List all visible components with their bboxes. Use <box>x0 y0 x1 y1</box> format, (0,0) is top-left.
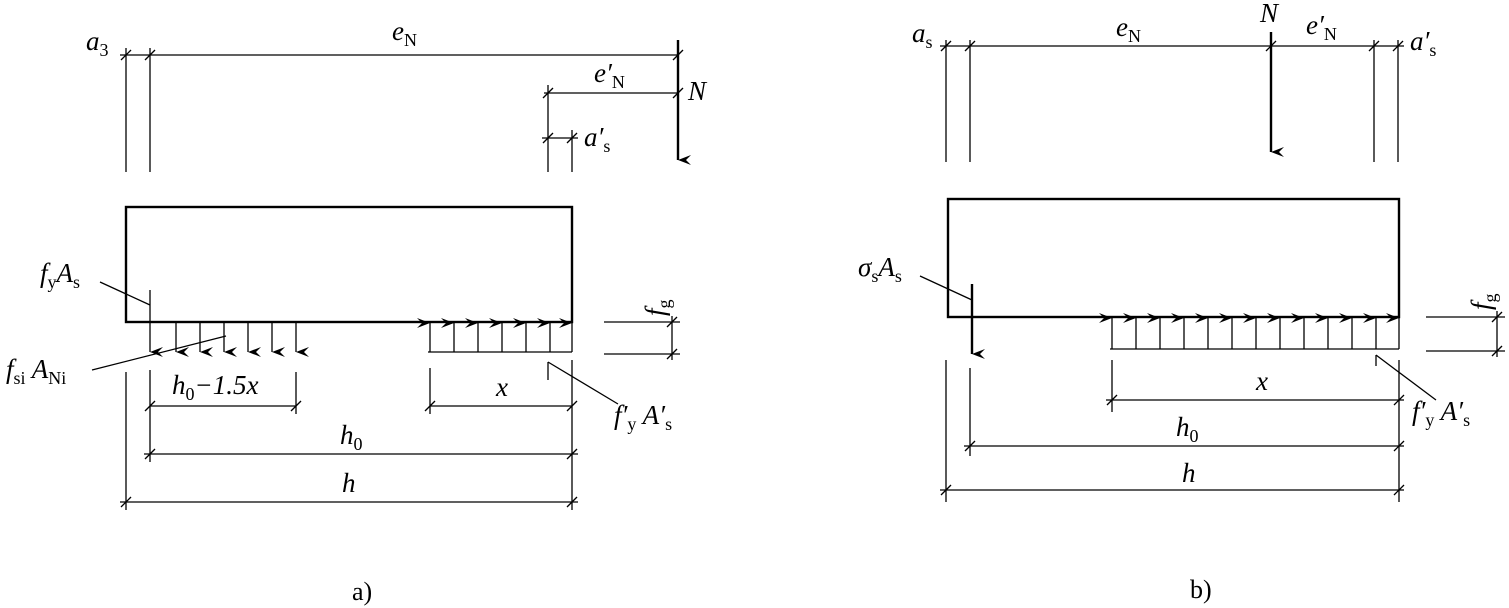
caption-a: a) <box>352 577 372 606</box>
label-h0-b: h0 <box>1176 412 1199 446</box>
downward-arrows-a <box>175 322 309 357</box>
label-eN-prime-b: e′N <box>1306 10 1337 44</box>
upward-arrows-a <box>417 318 573 352</box>
label-N-a: N <box>687 76 708 106</box>
upward-arrows-b <box>1099 313 1400 349</box>
caption-b: b) <box>1190 575 1212 604</box>
section-rect-a <box>124 205 574 324</box>
label-h0-a: h0 <box>340 420 363 454</box>
label-fy-As-prime-b: f′y A′s <box>1412 396 1470 430</box>
label-N-b: N <box>1259 0 1280 28</box>
label-fg-b: fg <box>1466 293 1500 310</box>
panel-a: a3 eN e′N N a′s fyAs fsi ANi h0−1.5x x f… <box>6 16 708 606</box>
label-as-b: as <box>912 18 933 52</box>
label-a3: a3 <box>86 26 109 60</box>
label-h0-minus-1-5x: h0−1.5x <box>172 370 258 404</box>
label-eN-prime-a: e′N <box>594 58 625 92</box>
section-rect-b <box>946 197 1401 319</box>
label-sigmasAs: σsAs <box>858 252 902 286</box>
label-eN-a: eN <box>392 16 417 50</box>
label-h-a: h <box>342 468 356 498</box>
label-fg-a: fg <box>640 299 674 316</box>
label-x-b: x <box>1255 366 1268 396</box>
label-fy-As-prime-a: f′y A′s <box>614 400 672 434</box>
panel-b: as eN N e′N a′s σsAs fg x f′y A′s h0 h b… <box>858 0 1505 604</box>
label-eN-b: eN <box>1116 12 1141 46</box>
label-fsiANi: fsi ANi <box>6 354 66 388</box>
label-fyAs: fyAs <box>40 258 80 292</box>
leader-fyAs <box>99 281 151 306</box>
label-as-prime-a: a′s <box>584 122 610 156</box>
label-as-prime-b: a′s <box>1410 26 1436 60</box>
label-h-b: h <box>1182 458 1196 488</box>
label-x-a: x <box>495 372 508 402</box>
